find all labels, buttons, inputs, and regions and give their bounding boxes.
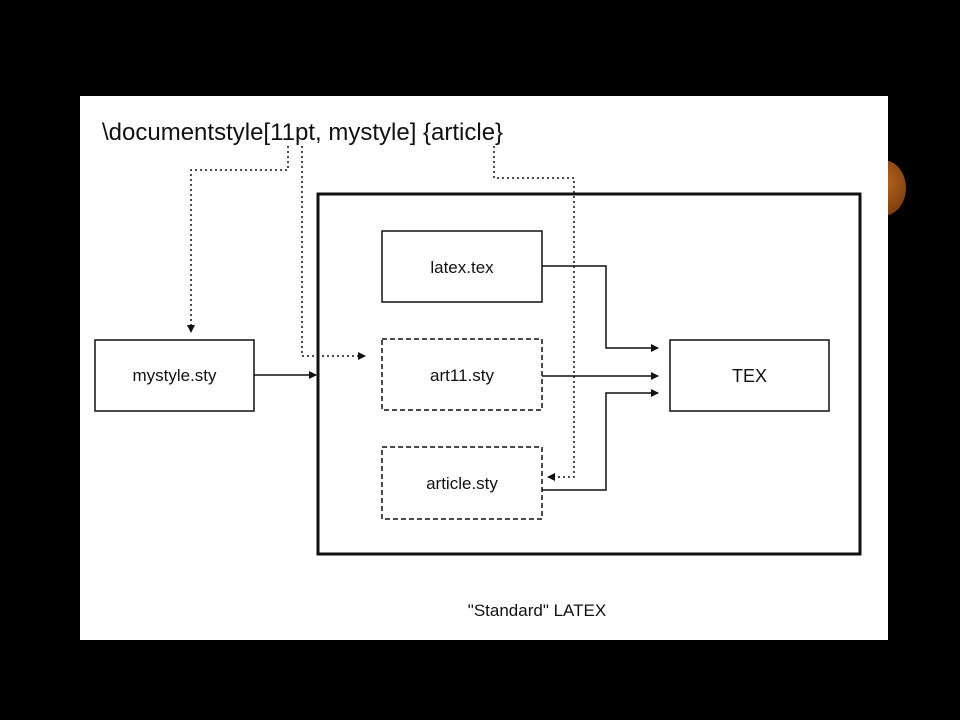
mystyle-option-pointer	[187, 146, 289, 333]
documentstyle-command: \documentstyle[11pt, mystyle] {article}	[102, 119, 503, 146]
standard-latex-frame	[316, 192, 862, 556]
art11-label: art11.sty	[430, 366, 494, 385]
article-label: article.sty	[426, 474, 498, 493]
article-class-pointer	[493, 146, 575, 481]
diagram-canvas: \documentstyle[11pt, mystyle] {article} …	[94, 119, 862, 620]
11pt-option-pointer	[301, 146, 366, 360]
latex-tex-to-tex-arrow	[542, 265, 659, 352]
tex-label: TEX	[732, 366, 767, 386]
tex-box	[669, 339, 830, 412]
article-box	[381, 446, 543, 520]
latex-tex-label: latex.tex	[430, 258, 494, 277]
diagram-caption: "Standard" LATEX	[468, 601, 606, 620]
article-to-tex-arrow	[542, 389, 659, 491]
latex-diagram: \documentstyle[11pt, mystyle] {article} …	[80, 96, 888, 640]
mystyle-label: mystyle.sty	[132, 366, 217, 385]
art11-box	[381, 338, 543, 411]
